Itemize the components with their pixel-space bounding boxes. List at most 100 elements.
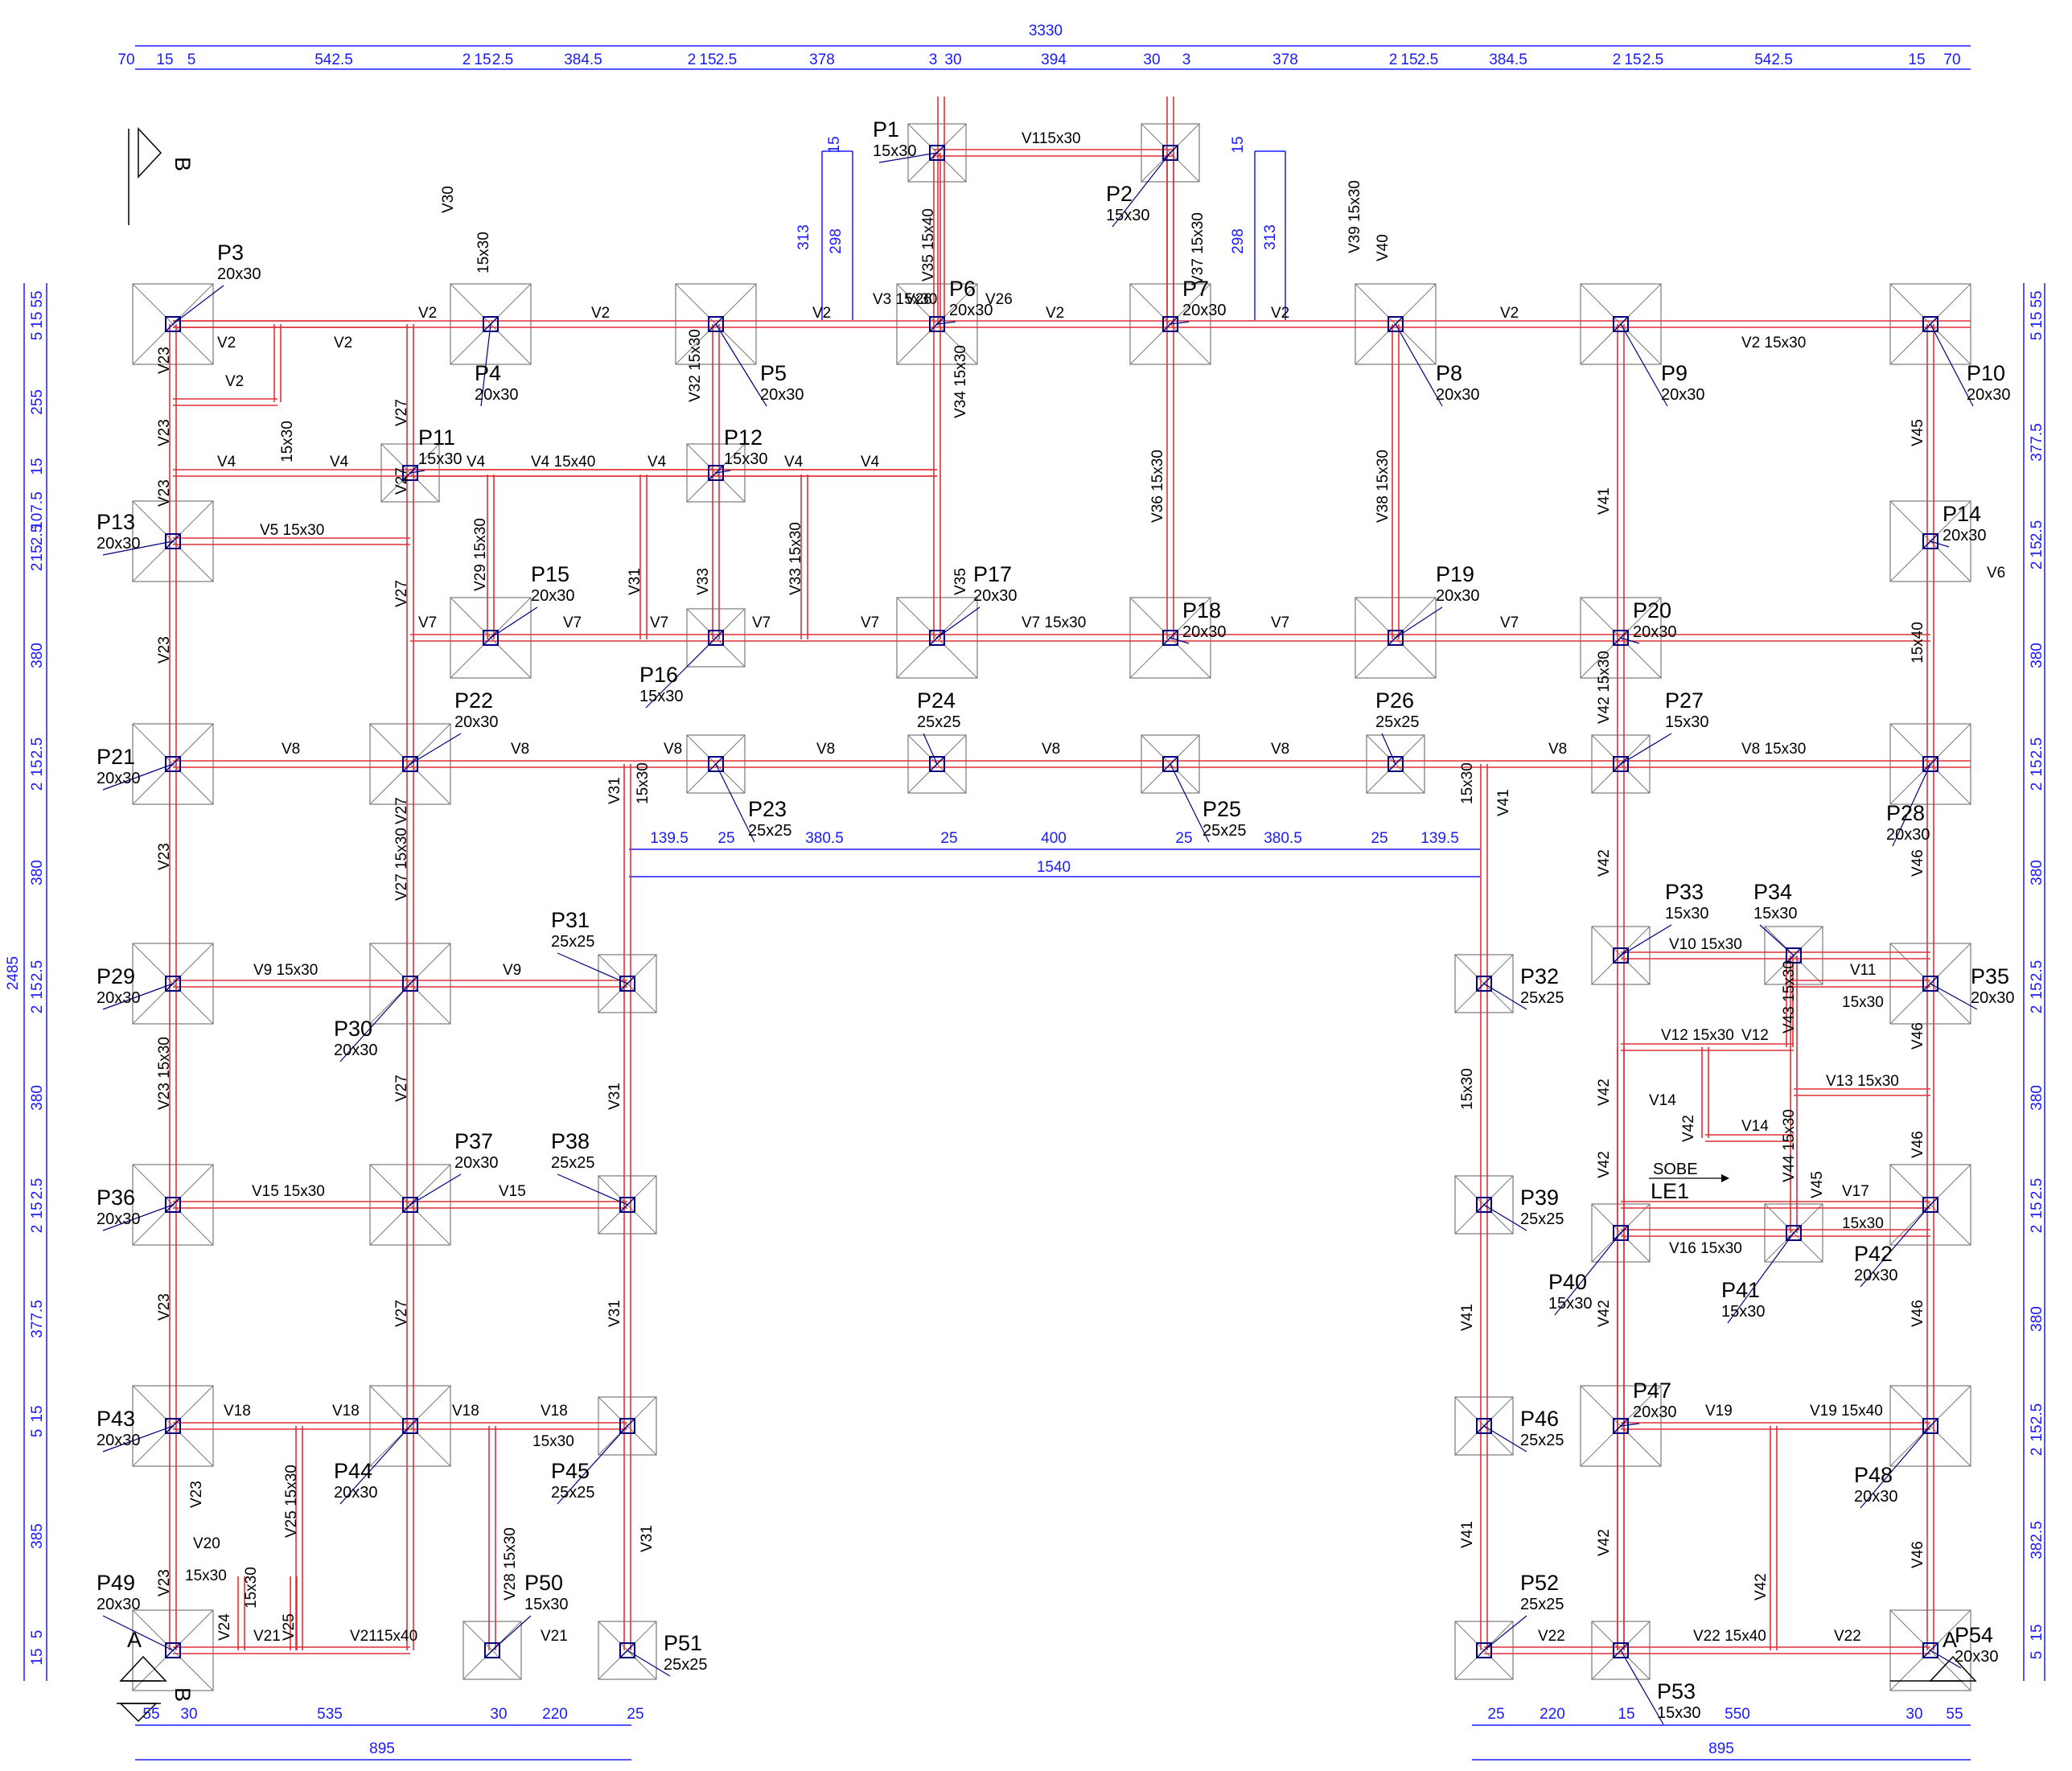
pillars-28-size: 20x30 — [97, 989, 141, 1007]
overall-height: 2485 — [5, 956, 22, 990]
beams-57: V18 — [452, 1403, 479, 1420]
pillars-24-size: 25x25 — [1202, 822, 1247, 840]
mid_dims-0: 139.5 — [650, 830, 689, 847]
beams-14: 15x30 — [279, 421, 296, 462]
beams-116: V41 — [1596, 487, 1613, 515]
pillars-3-id: P4 — [475, 361, 501, 385]
beams-52: V16 15x30 — [1669, 1240, 1742, 1257]
right_dims-14: 2 — [2029, 1005, 2045, 1014]
pillar-p50 — [484, 1642, 500, 1658]
pillar-leader — [923, 733, 938, 765]
overall-courtyard: 1540 — [1037, 859, 1071, 876]
pillar-p10 — [1922, 316, 1938, 332]
beams-74: V23 — [156, 636, 173, 664]
pillars-35-size: 20x30 — [97, 1210, 141, 1228]
beams-43: V11 — [1850, 962, 1876, 979]
pillar-leader — [1930, 1650, 1962, 1669]
beams-76: V23 15x30 — [156, 1037, 173, 1110]
beams-120: V42 — [1596, 1151, 1613, 1178]
top_dims-15: 30 — [1143, 51, 1160, 68]
pillars-6-size: 20x30 — [1182, 302, 1227, 319]
pillar-leader — [1483, 1425, 1527, 1453]
pillars-39-size: 15x30 — [1548, 1295, 1593, 1313]
pillars-32-id: P33 — [1665, 880, 1704, 904]
beams-42: V10 15x30 — [1669, 936, 1742, 953]
pillar-leader — [627, 1650, 671, 1677]
left_dims-21: 377.5 — [29, 1300, 46, 1338]
left_dims-6: 2.5 — [29, 524, 46, 545]
pillars-12-id: P13 — [97, 510, 135, 534]
pillar-leader — [409, 733, 462, 765]
pillars-40-size: 15x30 — [1721, 1303, 1766, 1321]
beams — [169, 97, 1971, 1654]
beams-100: V32 15x30 — [687, 329, 704, 402]
beams-44: 15x30 — [1842, 994, 1884, 1011]
beams-125: V43 15x30 — [1781, 960, 1798, 1033]
top_dims-22: 2 — [1613, 51, 1622, 68]
pillar-p13 — [165, 533, 181, 549]
pillar-p15 — [483, 630, 499, 646]
pillar-leader — [339, 1425, 411, 1505]
top_dims-8: 2 — [688, 51, 697, 68]
beams-92: V30 — [440, 186, 457, 213]
pillars-19-size: 20x30 — [1633, 623, 1677, 641]
labels: P115x30P215x30P320x30P420x30P520x30P620x… — [5, 23, 2045, 1757]
sobe-stair: LE1 — [1651, 1179, 1689, 1203]
pillars-7-id: P8 — [1436, 361, 1462, 385]
pillar-leader — [102, 1425, 174, 1453]
bottom_dims_right-1: 220 — [1540, 1706, 1565, 1723]
pillar-leader — [557, 1173, 628, 1206]
pillar-leader — [936, 321, 956, 325]
right_dims-4: 2.5 — [2029, 520, 2045, 541]
right_dims-17: 15 — [2029, 1202, 2045, 1218]
pillars-15-id: P16 — [639, 663, 678, 687]
pillars-32-size: 15x30 — [1665, 905, 1709, 922]
left_dims-26: 15 — [29, 1648, 46, 1665]
pillar-leader — [102, 1204, 174, 1231]
left_dims-12: 2 — [29, 783, 46, 791]
beams-35: V8 — [816, 741, 835, 758]
pillars-30-id: P31 — [551, 908, 590, 932]
beams-80: V24 — [216, 1613, 233, 1641]
pillars-51-size: 25x25 — [1520, 1596, 1564, 1613]
upper_dims-0: 15 — [826, 136, 843, 153]
pillars-10-id: P11 — [418, 425, 455, 450]
left_dims-13: 380 — [29, 860, 46, 886]
pillars-24-id: P25 — [1202, 797, 1241, 821]
right_dims-10: 2 — [2029, 783, 2045, 791]
beams-26: V7 — [650, 614, 668, 631]
pillar-leader — [102, 540, 174, 556]
beams-131: V46 — [1910, 1022, 1926, 1050]
beams-123: V42 — [1680, 1115, 1697, 1142]
beams-15: V4 — [217, 454, 236, 470]
section_marks-A: A — [1942, 1628, 1957, 1652]
beams-4: V2 — [1046, 305, 1064, 322]
pillars-50-size: 25x25 — [664, 1656, 708, 1674]
pillars-52-size: 15x30 — [1657, 1704, 1701, 1722]
bottom_dims_left-0: 55 — [142, 1706, 159, 1723]
pillar-leader — [1620, 924, 1672, 956]
pillar-leader — [1930, 540, 1950, 548]
right_dims-12: 2.5 — [2029, 960, 2045, 981]
bottom_dims_right-5: 55 — [1946, 1706, 1963, 1723]
pillars-20-size: 20x30 — [97, 770, 141, 787]
pillar-p37 — [402, 1197, 418, 1213]
pillar-p3 — [165, 316, 181, 332]
left_dims-10: 2.5 — [29, 738, 46, 758]
beams-112: V41 — [1495, 789, 1512, 816]
beams-40: V9 15x30 — [253, 962, 318, 979]
pillars-41-size: 20x30 — [1854, 1267, 1898, 1284]
pillar-p32 — [1476, 976, 1492, 992]
pillar-leader — [1860, 1204, 1931, 1288]
beams-96: V31 — [606, 1083, 623, 1110]
right_dims-2: 5 — [2029, 332, 2045, 341]
pillar-p19 — [1388, 630, 1404, 646]
pillar-p53 — [1613, 1642, 1629, 1658]
pillar-p21 — [165, 756, 181, 772]
mid_dims-5: 25 — [1175, 830, 1192, 847]
beams-94: V31 — [606, 777, 623, 804]
top_dims-19: 15 — [1400, 51, 1417, 68]
top_dims-18: 2 — [1389, 51, 1398, 68]
pillar-p26 — [1388, 756, 1404, 772]
pillar-p11 — [402, 465, 418, 481]
